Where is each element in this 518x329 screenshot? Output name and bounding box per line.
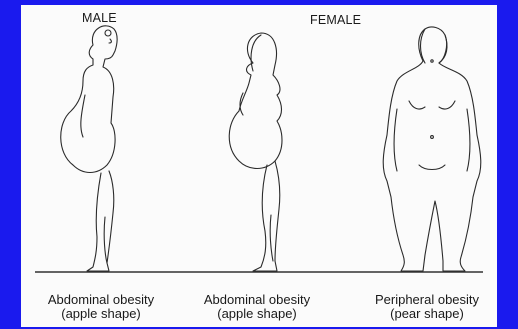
caption-line2: (apple shape)	[35, 307, 167, 321]
caption-line1: Peripheral obesity	[361, 293, 493, 307]
caption-female-apple: Abdominal obesity (apple shape)	[191, 293, 323, 321]
male-apple-figure	[61, 26, 117, 271]
caption-male-apple: Abdominal obesity (apple shape)	[35, 293, 167, 321]
caption-line2: (pear shape)	[361, 307, 493, 321]
caption-line1: Abdominal obesity	[35, 293, 167, 307]
caption-line1: Abdominal obesity	[191, 293, 323, 307]
female-apple-figure	[229, 33, 282, 271]
female-pear-figure	[383, 27, 481, 271]
figure-panel: MALE FEMALE	[21, 5, 497, 327]
caption-female-pear: Peripheral obesity (pear shape)	[361, 293, 493, 321]
caption-line2: (apple shape)	[191, 307, 323, 321]
silhouettes-drawing	[21, 5, 497, 327]
